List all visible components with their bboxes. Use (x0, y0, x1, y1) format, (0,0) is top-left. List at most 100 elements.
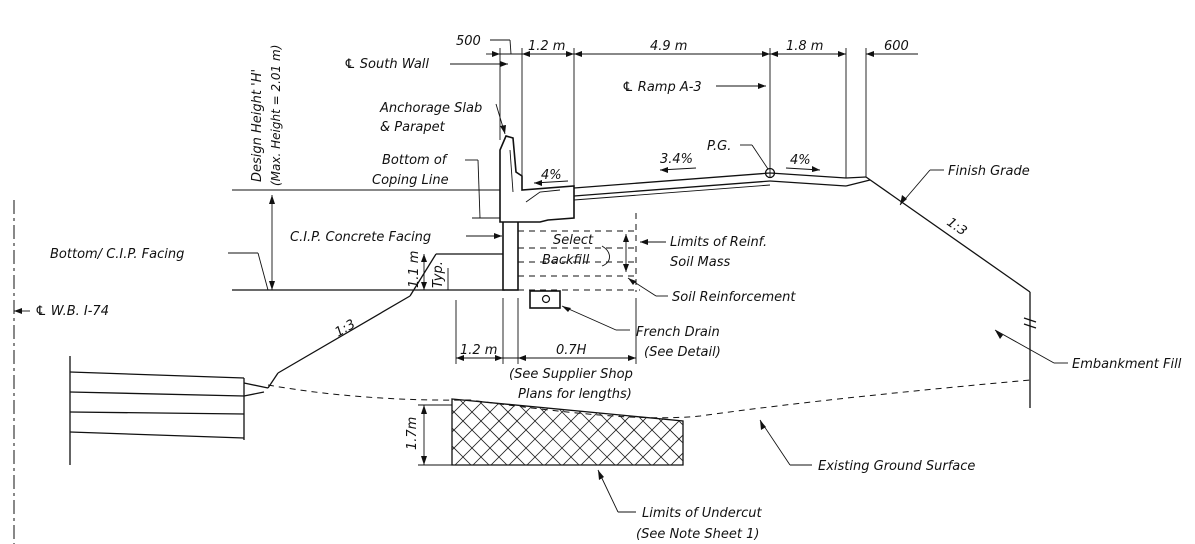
slope-4-left-arrow (533, 180, 569, 186)
reinforced-soil-mass (518, 213, 637, 309)
undercut-hatch-line (655, 399, 683, 465)
left-slope (243, 253, 503, 389)
undercut-hatch-line (728, 380, 828, 480)
supplier-note-2: Plans for lengths) (518, 387, 632, 402)
cip-facing-leader (466, 233, 502, 239)
undercut-hatch-line (314, 380, 414, 480)
undercut-hatch-line (728, 380, 828, 480)
dim-1-8m: 1.8 m (786, 39, 823, 54)
dim-0-7h: 0.7H (556, 343, 587, 358)
right-slope-ratio: 1:3 (944, 215, 970, 239)
undercut-hatch-line (242, 380, 342, 480)
bottom-cip-label: Bottom/ C.I.P. Facing (50, 247, 184, 262)
undercut-hatch-line (692, 380, 792, 480)
undercut-hatch-line (493, 399, 595, 465)
dim-4-9m: 4.9 m (650, 39, 687, 54)
undercut-hatch-line (619, 399, 683, 465)
anchorage-slab-parapet (499, 135, 575, 223)
undercut-hatch-line (452, 399, 487, 465)
limits-reinf-leader (640, 239, 666, 245)
undercut-hatch-line (529, 399, 631, 465)
finish-grade-leader (899, 169, 944, 206)
undercut-leader (597, 469, 636, 513)
dim-600: 600 (884, 39, 909, 54)
coping-label-1: Bottom of (382, 153, 449, 168)
existing-pavement-layers (69, 356, 265, 465)
undercut-hatch-line (692, 380, 792, 480)
soil-reinforcement-leader (627, 277, 668, 297)
typ-label: Typ. (431, 261, 446, 288)
dim-500: 500 (456, 34, 481, 49)
anchorage-label-2: & Parapet (380, 120, 446, 135)
undercut-depth-label: 1.7m (405, 417, 420, 450)
cip-facing-label: C.I.P. Concrete Facing (290, 230, 431, 245)
wb-i74-centerline (13, 200, 30, 544)
slope-4-right-arrow (785, 166, 821, 172)
undercut-hatch-line (278, 380, 378, 480)
existing-ground-surface-line (267, 379, 1031, 419)
dim-1-1m (421, 254, 449, 290)
pg-leader (740, 144, 769, 170)
finish-grade-label: Finish Grade (948, 164, 1030, 179)
dim-1-2m-bottom: 1.2 m (460, 343, 497, 358)
undercut-hatch-line (583, 399, 683, 465)
top-dimensions (486, 39, 918, 186)
pg-label: P.G. (707, 139, 731, 154)
select-label: Select (553, 233, 594, 248)
undercut-hatch-line (673, 399, 683, 465)
slope-4-left: 4% (541, 168, 562, 183)
wb-i74-label: ℄ W.B. I-74 (35, 304, 109, 319)
undercut-hatch-line (673, 399, 683, 465)
undercut-hatch-line (314, 380, 414, 480)
undercut-hatch-line (457, 399, 559, 465)
french-drain-label-2: (See Detail) (644, 345, 721, 360)
embankment-leader (994, 329, 1068, 364)
french-drain-leader (561, 305, 630, 331)
slope-4-right: 4% (790, 153, 811, 168)
ramp-pavement (573, 172, 871, 201)
undercut-hatch-line (511, 399, 613, 465)
undercut-hatch-line (224, 380, 324, 480)
pg-point (764, 167, 776, 179)
bottom-cip-leader (228, 252, 269, 291)
limits-reinf-label-2: Soil Mass (670, 255, 731, 270)
coping-line-leader (465, 159, 500, 219)
undercut-hatch-line (452, 399, 505, 465)
left-slope-ratio: 1:3 (333, 317, 359, 340)
right-slope (865, 176, 1037, 408)
slope-3-4-arrow (659, 167, 697, 173)
undercut-hatch-line (242, 380, 342, 480)
backfill-arc (601, 234, 629, 272)
backfill-label: Backfill (542, 253, 590, 268)
undercut-hatch (224, 380, 828, 480)
coping-label-2: Coping Line (372, 173, 449, 188)
undercut-hatch-line (452, 399, 541, 465)
dim-1-1m-label: 1.1 m (407, 251, 422, 288)
cip-concrete-facing (502, 217, 519, 291)
bottom-dimensions (455, 298, 637, 364)
ramp-leader (716, 83, 766, 89)
undercut-hatch-line (475, 399, 577, 465)
slope-3-4: 3.4% (660, 152, 693, 167)
design-height-dimension (232, 189, 500, 290)
dim-1-2m-top: 1.2 m (528, 39, 565, 54)
soil-reinforcement-label: Soil Reinforcement (672, 290, 796, 305)
max-height-label: (Max. Height = 2.01 m) (269, 45, 283, 186)
french-drain-label-1: French Drain (636, 325, 720, 340)
undercut-hatch-line (278, 380, 378, 480)
existing-ground-label: Existing Ground Surface (818, 459, 975, 474)
south-wall-label: ℄ South Wall (344, 57, 429, 72)
supplier-note-1: (See Supplier Shop (509, 367, 633, 382)
undercut-hatch-line (547, 399, 649, 465)
south-wall-leader (450, 61, 508, 67)
embankment-label: Embankment Fill (1072, 357, 1182, 372)
existing-ground-leader (759, 419, 812, 466)
limits-reinf-label-1: Limits of Reinf. (670, 235, 767, 250)
undercut-hatch-line (637, 399, 683, 465)
anchorage-label-1: Anchorage Slab (379, 101, 482, 116)
design-height-label: Design Height 'H' (250, 69, 265, 182)
undercut-hatch-line (565, 399, 667, 465)
ramp-label: ℄ Ramp A-3 (622, 80, 702, 95)
undercut-hatch-line (601, 399, 683, 465)
